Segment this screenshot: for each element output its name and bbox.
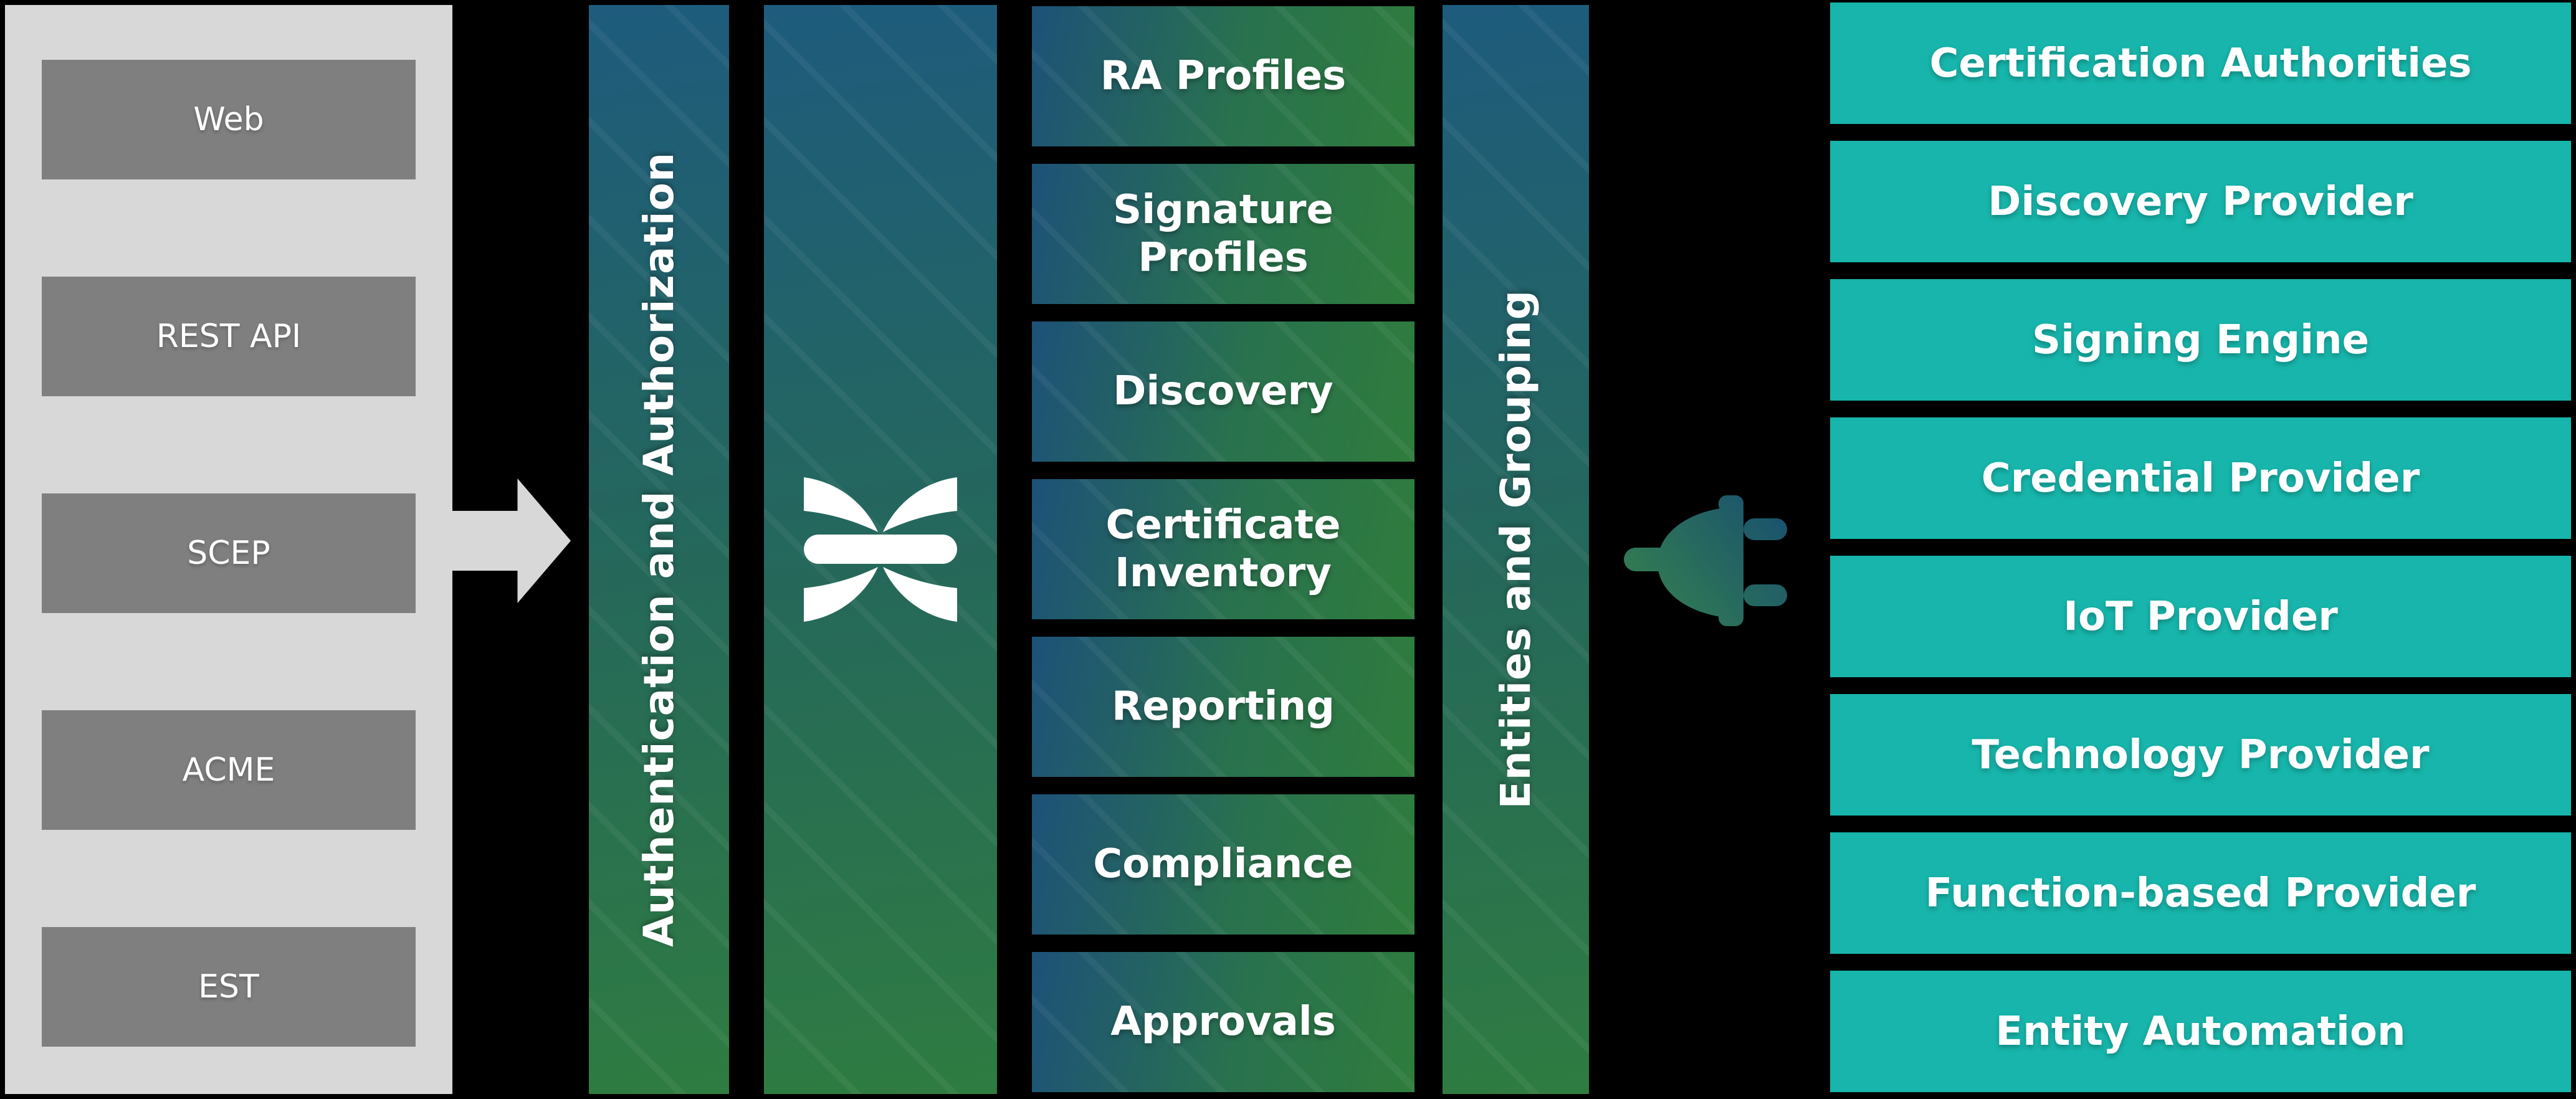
module-box: Reporting [1032, 637, 1414, 777]
provider-box: Technology Provider [1830, 694, 2571, 816]
module-box: Compliance [1032, 794, 1414, 935]
provider-box: Discovery Provider [1830, 141, 2571, 262]
authentication-authorization-label: Authentication and Authorization [635, 152, 683, 947]
protocol-box: Web [42, 60, 416, 179]
plug-connector-icon [1624, 495, 1787, 626]
entities-grouping-bar: Entities and Grouping [1443, 5, 1589, 1094]
protocol-box: REST API [42, 277, 416, 396]
butterfly-logo-icon [804, 477, 957, 622]
module-box: RA Profiles [1032, 6, 1414, 146]
provider-box: IoT Provider [1830, 556, 2571, 677]
module-box: Signature Profiles [1032, 164, 1414, 304]
module-box: Approvals [1032, 952, 1414, 1092]
authentication-authorization-bar: Authentication and Authorization [589, 5, 729, 1094]
provider-box: Certification Authorities [1830, 2, 2571, 124]
right-arrow-icon [452, 478, 571, 603]
protocol-box: ACME [42, 710, 416, 830]
provider-box: Function-based Provider [1830, 832, 2571, 954]
logo-bar [764, 5, 997, 1094]
provider-box: Credential Provider [1830, 417, 2571, 539]
entities-grouping-label: Entities and Grouping [1492, 290, 1540, 809]
protocol-box: EST [42, 927, 416, 1047]
module-box: Certificate Inventory [1032, 479, 1414, 619]
provider-box: Entity Automation [1830, 971, 2571, 1092]
protocol-box: SCEP [42, 493, 416, 613]
provider-box: Signing Engine [1830, 279, 2571, 401]
module-box: Discovery [1032, 321, 1414, 462]
